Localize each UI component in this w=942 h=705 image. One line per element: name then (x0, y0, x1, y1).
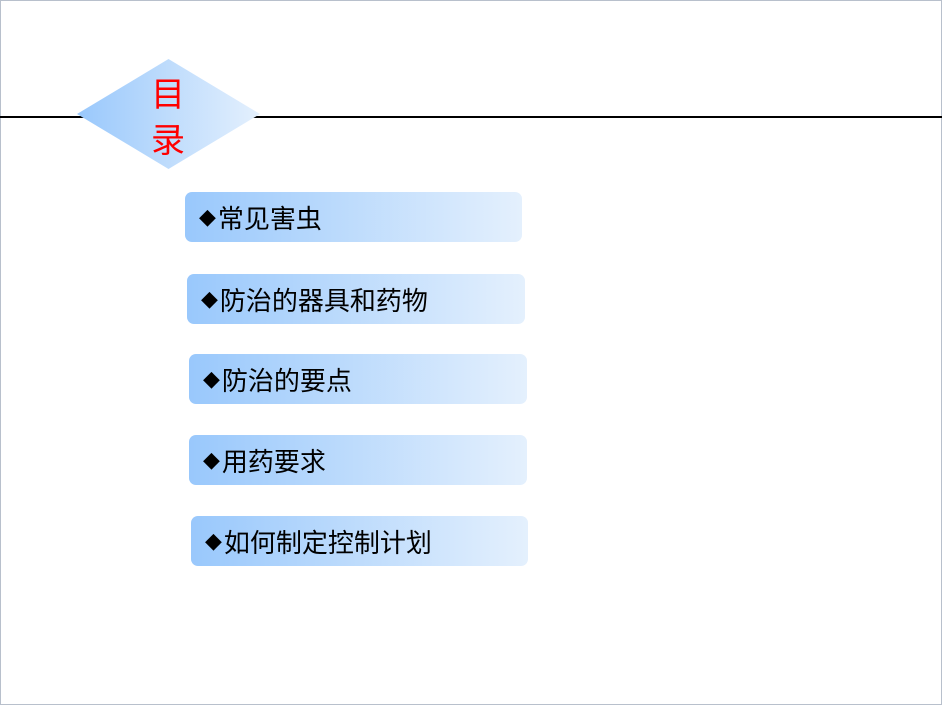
toc-item-1[interactable]: ◆常见害虫 (185, 192, 522, 242)
diamond-bullet-icon: ◆ (199, 204, 216, 230)
toc-item-4[interactable]: ◆用药要求 (189, 435, 527, 485)
toc-item-label: 如何制定控制计划 (223, 528, 432, 559)
toc-item-5[interactable]: ◆如何制定控制计划 (191, 516, 528, 566)
toc-item-3[interactable]: ◆防治的要点 (189, 354, 527, 404)
diamond-bullet-icon: ◆ (201, 286, 218, 312)
header-divider (0, 116, 942, 118)
toc-item-2[interactable]: ◆防治的器具和药物 (187, 274, 525, 324)
toc-item-label: 用药要求 (221, 447, 326, 478)
slide-title: 目录 (151, 75, 185, 161)
diamond-bullet-icon: ◆ (203, 447, 220, 473)
toc-item-label: 防治的器具和药物 (219, 286, 428, 317)
diamond-bullet-icon: ◆ (203, 366, 220, 392)
toc-item-label: 防治的要点 (221, 366, 352, 397)
toc-item-label: 常见害虫 (217, 204, 322, 235)
diamond-bullet-icon: ◆ (205, 528, 222, 554)
